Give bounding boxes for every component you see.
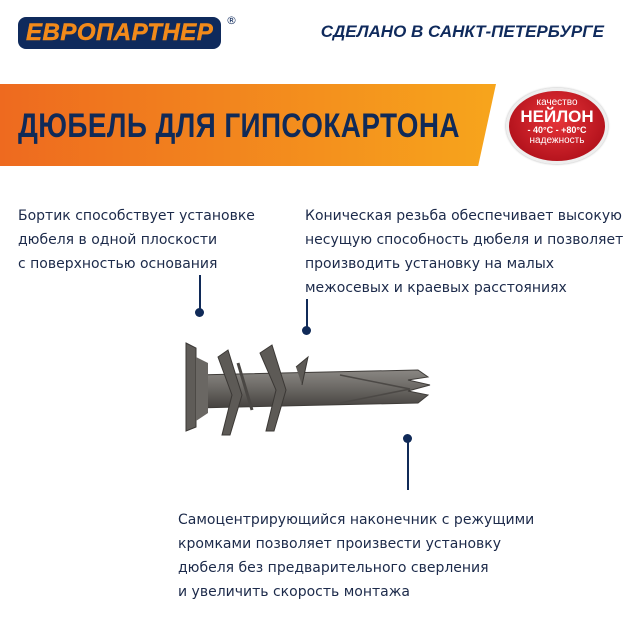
- callout-line: Самоцентрирующийся наконечник с режущими: [178, 512, 535, 528]
- callout-line: дюбеля в одной плоскости: [18, 232, 218, 248]
- badge-temp: - 40°C - +80°C: [527, 125, 587, 135]
- product-title: ДЮБЕЛЬ ДЛЯ ГИПСОКАРТОНА: [18, 107, 460, 145]
- registered-mark: ®: [226, 14, 237, 27]
- callout-thread: Коническая резьба обеспечивает высокую н…: [305, 204, 623, 300]
- pointer-dot: [195, 308, 204, 317]
- callout-line: производить установку на малых: [305, 256, 555, 272]
- pointer-line: [306, 299, 308, 329]
- made-in-label: СДЕЛАНО В САНКТ-ПЕТЕРБУРГЕ: [320, 22, 604, 41]
- pointer-dot: [403, 434, 412, 443]
- callout-line: дюбеля без предварительного сверления: [178, 560, 489, 576]
- callout-flange: Бортик способствует установке дюбеля в о…: [18, 204, 255, 276]
- badge-top: качество: [536, 97, 578, 108]
- callout-line: Коническая резьба обеспечивает высокую: [305, 208, 622, 224]
- brand-logo: ЕВРОПАРТНЕР: [18, 17, 222, 49]
- badge-material: НЕЙЛОН: [520, 107, 594, 126]
- callout-line: Бортик способствует установке: [18, 208, 255, 224]
- pointer-line: [199, 275, 201, 311]
- pointer-line: [407, 440, 409, 490]
- callout-line: межосевых и краевых расстояниях: [305, 280, 567, 296]
- badge-bottom: надежность: [529, 135, 585, 146]
- callout-tip: Самоцентрирующийся наконечник с режущими…: [178, 508, 534, 604]
- title-banner: [0, 84, 496, 166]
- callout-line: несущую способность дюбеля и позволяет: [305, 232, 624, 248]
- callout-line: кромками позволяет произвести установку: [178, 536, 502, 552]
- pointer-dot: [302, 326, 311, 335]
- callout-line: и увеличить скорость монтажа: [178, 584, 410, 600]
- nylon-quality-badge: качество НЕЙЛОН - 40°C - +80°C надежност…: [506, 88, 608, 164]
- callout-line: с поверхностью основания: [18, 256, 218, 272]
- drywall-anchor-image: [185, 342, 431, 436]
